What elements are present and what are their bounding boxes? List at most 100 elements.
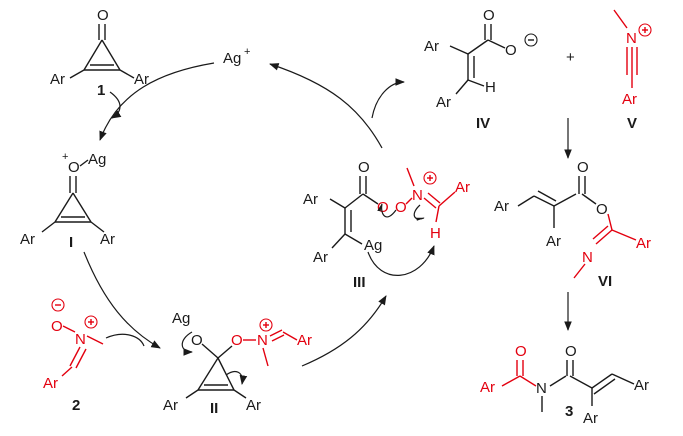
compound-1: O Ar Ar 1: [50, 7, 149, 99]
silver-ion-charge: +: [244, 46, 250, 58]
cVI-ar-right: Ar: [636, 235, 651, 252]
compound-V: N Ar V: [613, 9, 652, 132]
c3-label: 3: [565, 403, 573, 420]
c3-nitrogen: N: [536, 380, 547, 397]
cI-plus: +: [62, 151, 68, 163]
c2-n-methyl: [86, 335, 104, 345]
cIV-ar-top-bond: [449, 45, 469, 55]
cII-o-c-bond: [201, 343, 219, 359]
cI-ar-bond-left: [41, 221, 56, 233]
cVI-cc-bond-a: [533, 195, 555, 207]
cIII-nitrogen: N: [412, 187, 423, 204]
cIII-ar-n: Ar: [455, 179, 470, 196]
cVI-oxygen-ester: O: [596, 201, 608, 218]
c1-ar-bond-right: [119, 69, 135, 79]
c3-c-calpha-bond: [569, 375, 593, 389]
cII-cn-bond-a: [269, 329, 283, 337]
compound-3: O Ar N O Ar Ar 3: [480, 343, 649, 427]
c1-ring-right: [101, 39, 121, 71]
cVI-n-methyl: [573, 263, 586, 279]
c2-oxygen: O: [51, 318, 63, 335]
c1-oxygen: O: [97, 7, 109, 24]
cIV-ar-top: Ar: [424, 38, 439, 55]
c3-oxygen2: O: [565, 343, 577, 360]
arrow-I-to-II: [83, 251, 161, 349]
arrow-III-to-Ag: [269, 63, 383, 149]
cVI-c-o-bond: [581, 193, 597, 205]
c3-ar-right: Ar: [634, 377, 649, 394]
arrow-release-IV: [371, 78, 405, 119]
cI-silver: Ag: [88, 151, 106, 168]
cI-ar-left: Ar: [20, 231, 35, 248]
cVI-ar-left: Ar: [494, 198, 509, 215]
cIII-c-h-bond: [435, 205, 440, 223]
c3-ar-bottom: Ar: [583, 410, 598, 427]
c3-cc-bond-a: [591, 373, 613, 389]
cI-ring-right: [72, 192, 92, 223]
cIII-label: III: [353, 274, 366, 291]
cII-ar-bond-right: [233, 389, 247, 399]
c3-c-n-bond: [519, 375, 537, 387]
cIII-oxygen-n: O: [395, 199, 407, 216]
silver-ion: Ag +: [223, 46, 250, 67]
cVI-nitrogen: N: [582, 249, 593, 266]
compound-III: O O O N Ar H Ar Ag Ar III: [303, 159, 470, 291]
arrow-II-to-III: [301, 295, 387, 367]
c3-cc-bond-b: [593, 378, 616, 395]
cVI-ar-middle: Ar: [546, 233, 561, 250]
cIV-c-calpha-bond: [467, 39, 489, 55]
cII-ar-n: Ar: [297, 332, 312, 349]
cII-ar-bond-left: [185, 389, 199, 399]
cIII-hydrogen: H: [430, 225, 441, 242]
cV-ar: Ar: [622, 91, 637, 108]
cIV-ar-bottom-bond: [455, 79, 469, 95]
cI-ar-bond-right: [90, 221, 105, 233]
c2-ar: Ar: [43, 375, 58, 392]
cI-label: I: [69, 234, 73, 251]
c2-cn-bond-a: [69, 346, 81, 367]
cII-n-methyl: [262, 347, 269, 367]
cII-ring-left: [197, 357, 219, 391]
cIII-n-methyl: [406, 167, 415, 187]
cIV-oxygen-anion: O: [505, 42, 517, 59]
cII-silver: Ag: [172, 310, 190, 327]
cIII-c-ag-bond: [344, 233, 363, 245]
cIII-silver: Ag: [364, 237, 382, 254]
cII-oxygen1: O: [191, 332, 203, 349]
c3-ar-left-bond: [501, 375, 521, 387]
c3-oxygen1: O: [515, 343, 527, 360]
cII-c-o2-bond: [217, 345, 233, 359]
cIV-hydrogen: H: [485, 79, 496, 96]
arrow-ag-coordination: [99, 62, 215, 141]
cVI-o-c-bond: [607, 213, 613, 231]
cIII-c-o-bond: [362, 193, 379, 205]
cI-oxygen: O: [68, 159, 80, 176]
arrow-2-joins: [105, 333, 145, 347]
cV-n-methyl: [613, 9, 628, 29]
cVI-calpha-c-bond: [553, 193, 577, 207]
cII-c-ar-bond: [282, 331, 298, 341]
compound-II: Ag O Ar Ar II O N Ar: [163, 310, 312, 417]
cIII-c-ar-bond: [438, 191, 456, 207]
c2-nitrogen: N: [75, 331, 86, 348]
cIII-ar-top: Ar: [303, 191, 318, 208]
c1-ar-bond-left: [69, 69, 85, 79]
cIV-label: IV: [476, 115, 490, 132]
arrow-1-joins: [109, 91, 122, 119]
c1-label: 1: [97, 82, 105, 99]
cII-ag-shift-arrow: [181, 331, 193, 356]
cII-ring-open-arrow: [225, 371, 248, 385]
cII-ring-right: [217, 357, 235, 391]
c1-ar-right: Ar: [134, 71, 149, 88]
cIII-cn-bond-b: [427, 192, 441, 204]
cV-label: V: [627, 115, 637, 132]
cI-o-ag-bond: [79, 159, 89, 167]
cIV-c-h-bond: [467, 79, 485, 87]
cIII-ar-bottom: Ar: [313, 249, 328, 266]
cII-cn-bond-b: [271, 334, 285, 342]
cIII-ar-top-bond: [329, 198, 346, 209]
cII-nitrogen: N: [257, 332, 268, 349]
cIII-cn-bond-a: [423, 197, 437, 209]
c3-ar-left: Ar: [480, 379, 495, 396]
compound-IV: O O Ar H Ar IV: [424, 7, 538, 132]
